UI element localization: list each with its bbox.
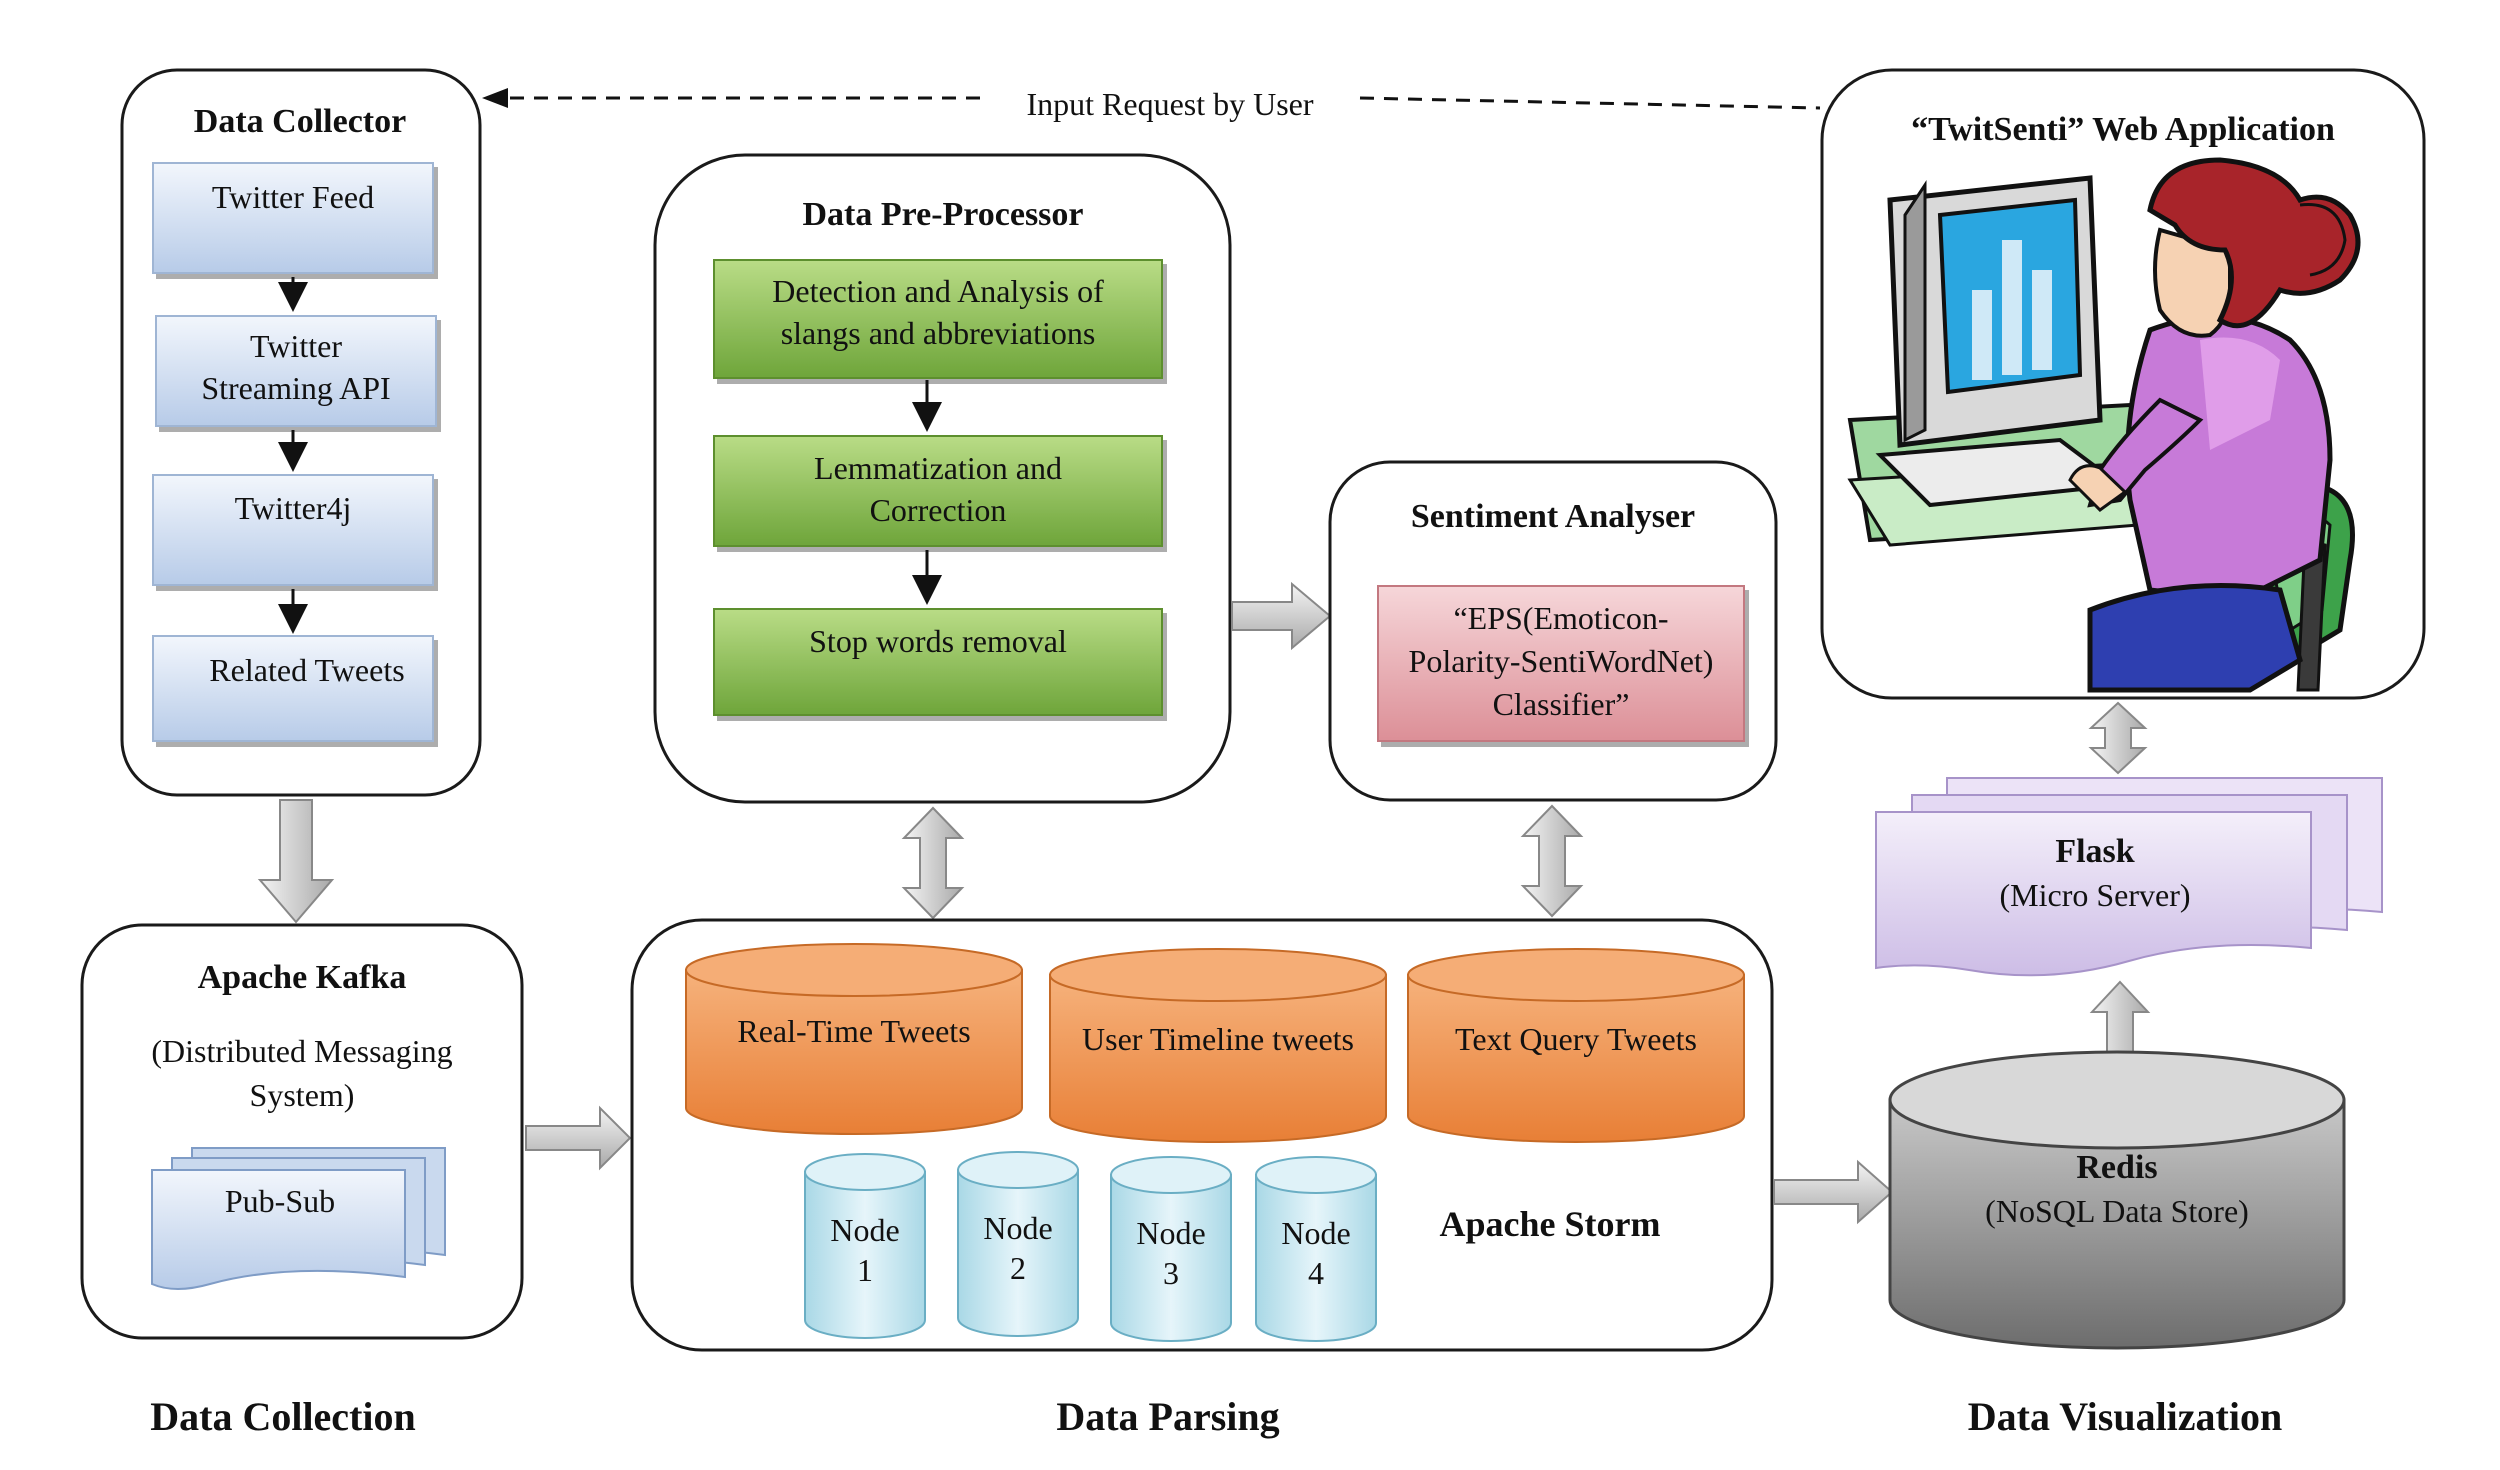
web-application-title: “TwitSenti” Web Application [1911,111,2335,148]
apache-storm-title: Apache Storm [1440,1204,1661,1244]
section-data-parsing: Data Parsing [1056,1394,1279,1439]
section-data-collection: Data Collection [150,1394,416,1439]
kafka-subtitle-1: (Distributed Messaging [151,1033,452,1069]
tweets-cylinder-1 [685,943,1023,1135]
preprocessor-to-sentiment-arrow [1231,581,1332,651]
text-query-tweets-label: Text Query Tweets [1455,1021,1697,1057]
lemmatization-label-1: Lemmatization and [814,450,1062,486]
node-cylinder-3 [1110,1156,1232,1342]
redis-title: Redis [2076,1149,2157,1186]
data-collector-title: Data Collector [194,103,406,140]
user-timeline-tweets-label: User Timeline tweets [1082,1021,1354,1057]
twitter-feed-label: Twitter Feed [212,179,374,215]
node-2-label: Node [983,1210,1052,1246]
lemmatization-label-2: Correction [870,492,1007,528]
kafka-subtitle-2: System) [250,1077,355,1113]
twitter4j-box [152,474,434,586]
twitter4j-label: Twitter4j [235,490,352,526]
user-at-computer-illustration [1847,157,2361,693]
node-1-label: Node [830,1212,899,1248]
eps-classifier-box [1377,585,1745,742]
storm-to-redis-arrow [1773,1159,1894,1225]
realtime-tweets-label: Real-Time Tweets [737,1013,970,1049]
flask-docs [1875,777,2383,977]
section-data-visualization: Data Visualization [1968,1394,2282,1439]
redis-to-flask-arrow [2089,980,2151,1059]
lemmatization-box [713,435,1163,547]
stopwords-label: Stop words removal [809,623,1067,659]
sentiment-title: Sentiment Analyser [1411,498,1695,535]
related-tweets-box [152,635,434,742]
node-3-label: Node [1136,1215,1205,1251]
pubsub-docs [151,1147,446,1290]
slang-detection-label-2: slangs and abbreviations [781,315,1096,351]
eps-classifier-label-1: “EPS(Emoticon- [1453,600,1668,636]
kafka-title: Apache Kafka [198,959,407,996]
node-3-number: 3 [1163,1255,1179,1291]
slang-detection-box [713,259,1163,379]
node-cylinder-4 [1255,1156,1377,1342]
flask-title: Flask [2055,833,2134,870]
pubsub-label: Pub-Sub [225,1183,335,1219]
node-4-label: Node [1281,1215,1350,1251]
preprocessor-storm-double-arrow [901,806,965,920]
stopwords-box [713,608,1163,716]
streaming-api-label-2: Streaming API [201,370,390,406]
streaming-api-box [155,315,437,427]
related-tweets-label: Related Tweets [209,652,404,688]
input-request-label: Input Request by User [1026,86,1313,122]
redis-subtitle: (NoSQL Data Store) [1985,1193,2249,1229]
flask-subtitle: (Micro Server) [1999,877,2190,913]
preprocessor-title: Data Pre-Processor [802,196,1083,233]
node-1-number: 1 [857,1252,873,1288]
eps-classifier-label-3: Classifier” [1493,686,1630,722]
node-4-number: 4 [1308,1255,1324,1291]
eps-classifier-label-2: Polarity-SentiWordNet) [1409,643,1714,679]
tweets-cylinder-3 [1407,948,1745,1143]
collector-to-kafka-arrow [257,799,335,924]
node-2-number: 2 [1010,1250,1026,1286]
redis-cylinder [1888,1050,2346,1350]
kafka-to-storm-arrow [525,1105,632,1171]
streaming-api-label-1: Twitter [250,328,342,364]
tweets-cylinder-2 [1049,948,1387,1143]
node-cylinder-2 [957,1151,1079,1337]
twitter-feed-box [152,162,434,274]
node-cylinder-1 [804,1153,926,1339]
webapp-flask-double-arrow [2088,701,2148,775]
slang-detection-label-1: Detection and Analysis of [772,273,1104,309]
sentiment-storm-double-arrow [1520,804,1584,918]
input-request-arrow [482,88,1821,110]
